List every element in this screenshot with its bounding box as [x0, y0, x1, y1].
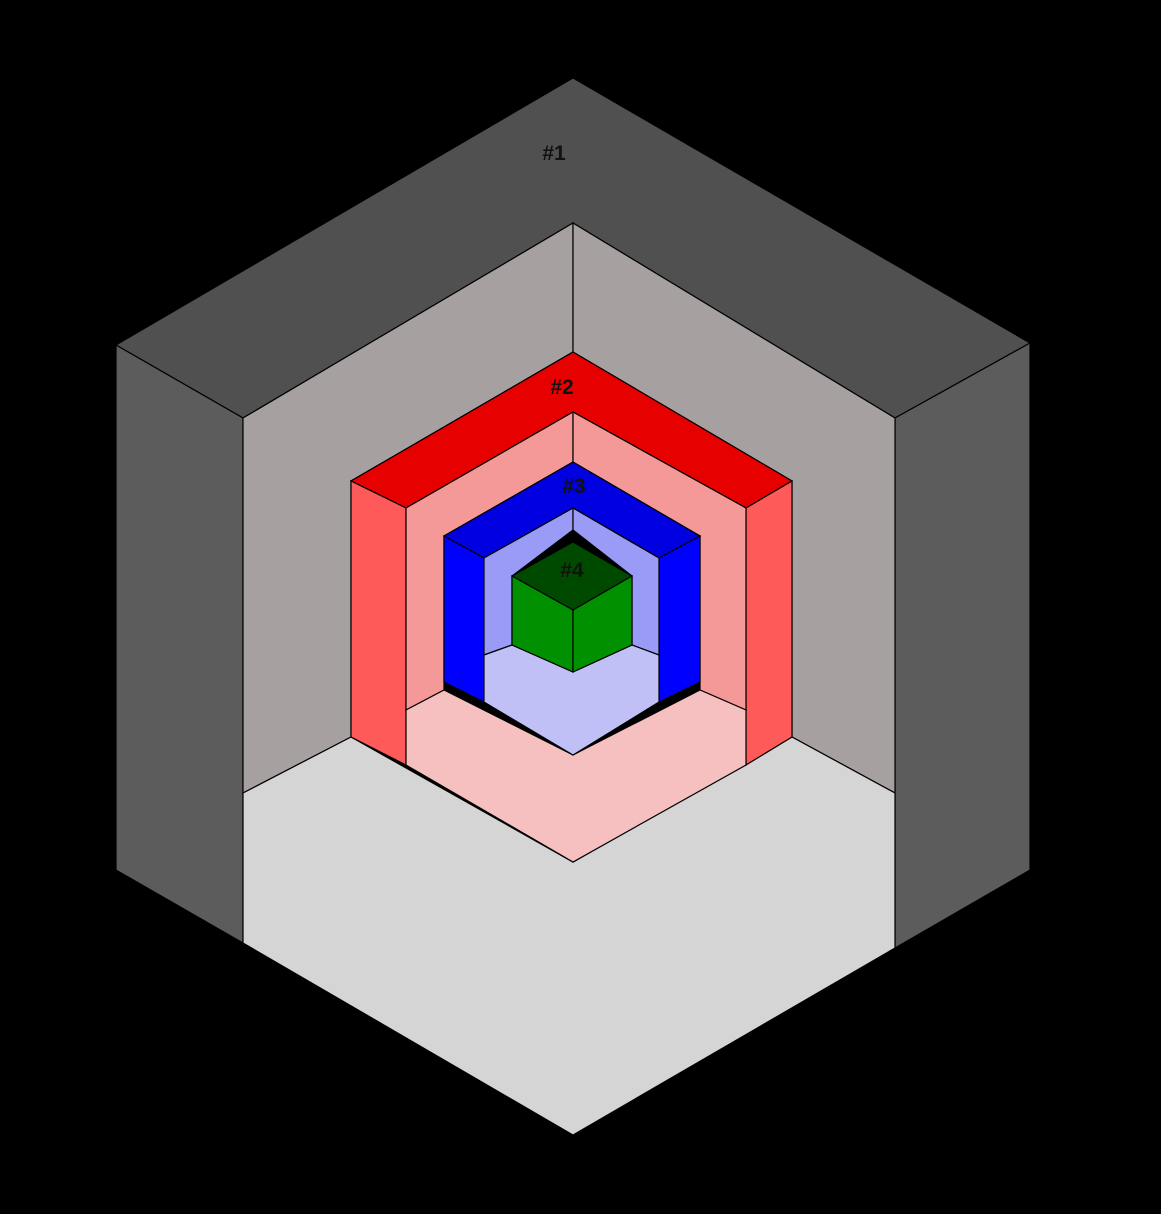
box3-right-side [659, 536, 700, 702]
box3-left-side [444, 536, 484, 702]
box2-right-side [746, 481, 792, 765]
label-box-2: #2 [550, 376, 573, 399]
label-cube-4: #4 [560, 559, 584, 582]
box1-right-side [895, 343, 1030, 948]
box1-left-side [116, 345, 243, 943]
label-box-1: #1 [542, 142, 566, 165]
box2-left-side [351, 481, 406, 765]
label-box-3: #3 [562, 475, 585, 498]
